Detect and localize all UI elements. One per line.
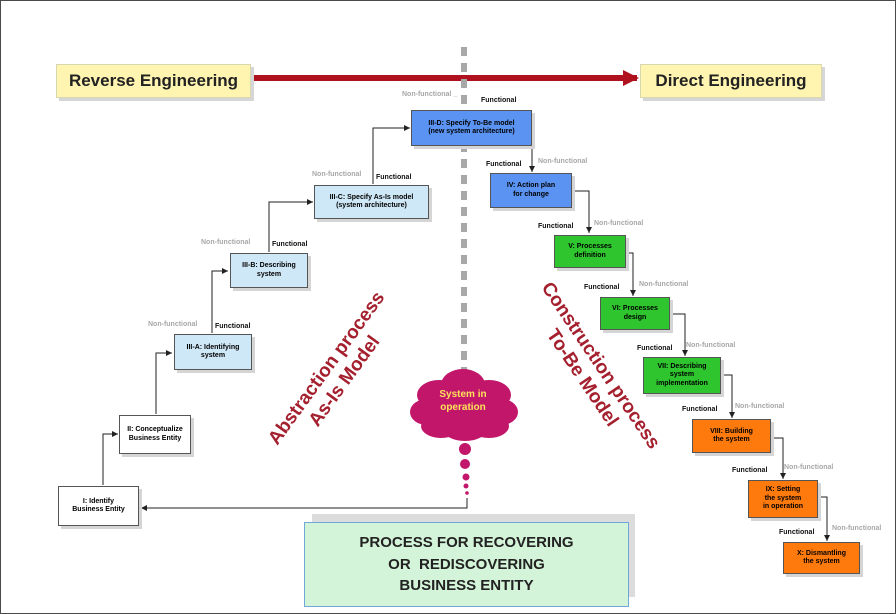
- connector-iiia-iiib: [211, 268, 228, 333]
- functional-label: Functional: [732, 467, 768, 474]
- functional-label: Functional: [376, 174, 412, 181]
- step-specify-to-be-model: III-D: Specify To-Be model(new system ar…: [411, 110, 532, 146]
- nonfunctional-label: Non-functional _: [402, 91, 458, 98]
- step-specify-to-be-model-label: III-D: Specify To-Be model(new system ar…: [428, 119, 515, 135]
- nonfunctional-label: Non-functional: [735, 403, 785, 410]
- functional-label: Functional: [584, 284, 620, 291]
- nonfunctional-label: Non-functional: [832, 525, 882, 532]
- nonfunctional-label: Non-functional: [594, 220, 644, 227]
- reverse-engineering-banner: Reverse Engineering: [56, 64, 251, 98]
- functional-label: Functional: [486, 161, 522, 168]
- functional-label: Functional: [682, 406, 718, 413]
- functional-label: Functional: [779, 529, 815, 536]
- nonfunctional-label: Non-functional: [312, 171, 362, 178]
- functional-label: Functional: [481, 97, 517, 104]
- connector-ix-x: [818, 496, 830, 541]
- nonfunctional-label: Non-functional: [686, 342, 736, 349]
- nonfunctional-label: Non-functional: [784, 464, 834, 471]
- connector-v-vi: [626, 252, 636, 296]
- process-title-box: PROCESS FOR RECOVERING OR REDISCOVERING …: [304, 522, 629, 607]
- connector-iiic-iiid: [372, 125, 410, 184]
- process-title-line1: PROCESS FOR RECOVERING: [359, 533, 574, 551]
- return-arrow: [141, 498, 468, 511]
- connector-iiib-iiic: [268, 199, 313, 252]
- connector-ii-iiia: [155, 350, 172, 414]
- nonfunctional-label: Non-functional: [538, 158, 588, 165]
- direct-engineering-banner: Direct Engineering: [640, 64, 822, 98]
- functional-label: Functional: [272, 241, 308, 248]
- functional-label: Functional: [637, 345, 673, 352]
- nonfunctional-label: Non-functional: [201, 239, 251, 246]
- connector-iv-v: [572, 190, 592, 233]
- process-title-line3: BUSINESS ENTITY: [399, 577, 534, 595]
- connector-i-ii: [102, 431, 118, 485]
- cloud-shape: [410, 369, 518, 441]
- connector-viii-ix: [771, 437, 786, 479]
- nonfunctional-label: Non-functional: [148, 321, 198, 328]
- step-specify-as-is-model: III-C: Specify As-Is model(system archit…: [314, 185, 429, 219]
- functional-label: Functional: [215, 323, 251, 330]
- nonfunctional-label: Non-functional: [639, 281, 689, 288]
- step-specify-as-is-model-label: III-C: Specify As-Is model(system archit…: [329, 193, 414, 209]
- process-title-line2: OR REDISCOVERING: [388, 555, 545, 573]
- cloud-dots: [459, 443, 471, 495]
- connector-vii-viii: [721, 374, 735, 418]
- connector-vi-vii: [670, 313, 688, 356]
- functional-label: Functional: [538, 223, 574, 230]
